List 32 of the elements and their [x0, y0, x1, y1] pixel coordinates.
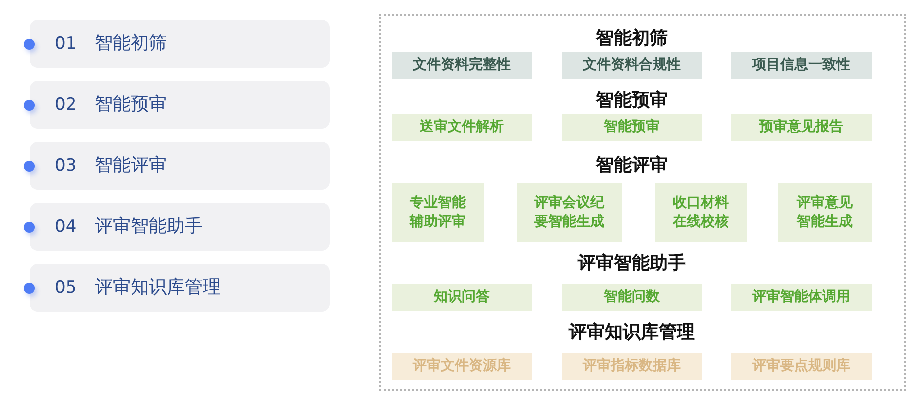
feature-box: 项目信息一致性 — [731, 52, 872, 79]
feature-box: 文件资料合规性 — [562, 52, 702, 79]
feature-box: 送审文件解析 — [392, 114, 532, 141]
section-heading: 智能预审 — [596, 89, 668, 112]
section-heading: 评审智能助手 — [578, 252, 686, 275]
item-title: 智能预审 — [95, 93, 167, 117]
item-number: 03 — [55, 155, 77, 178]
section-heading: 评审知识库管理 — [569, 321, 695, 344]
feature-box: 评审会议纪要智能生成 — [517, 183, 622, 242]
item-title: 评审智能助手 — [95, 215, 203, 239]
feature-box: 文件资料完整性 — [392, 52, 532, 79]
item-title: 智能初筛 — [95, 32, 167, 56]
feature-box: 评审意见智能生成 — [778, 183, 872, 242]
feature-box: 知识问答 — [392, 284, 532, 311]
item-number: 01 — [55, 33, 77, 56]
feature-box: 预审意见报告 — [731, 114, 872, 141]
feature-box: 评审指标数据库 — [562, 353, 702, 380]
feature-box: 评审要点规则库 — [731, 353, 872, 380]
item-number: 05 — [55, 277, 77, 300]
section-heading: 智能初筛 — [596, 27, 668, 50]
feature-box: 评审智能体调用 — [731, 284, 872, 311]
feature-box: 评审文件资源库 — [392, 353, 532, 380]
feature-box: 智能问数 — [562, 284, 702, 311]
feature-box: 收口材料在线校核 — [655, 183, 747, 242]
item-title: 评审知识库管理 — [95, 276, 221, 300]
item-number: 02 — [55, 94, 77, 117]
feature-box: 专业智能辅助评审 — [392, 183, 484, 242]
item-title: 智能评审 — [95, 154, 167, 178]
dotted-panel — [379, 14, 906, 391]
item-number: 04 — [55, 216, 77, 239]
feature-box: 智能预审 — [562, 114, 702, 141]
section-heading: 智能评审 — [596, 154, 668, 177]
